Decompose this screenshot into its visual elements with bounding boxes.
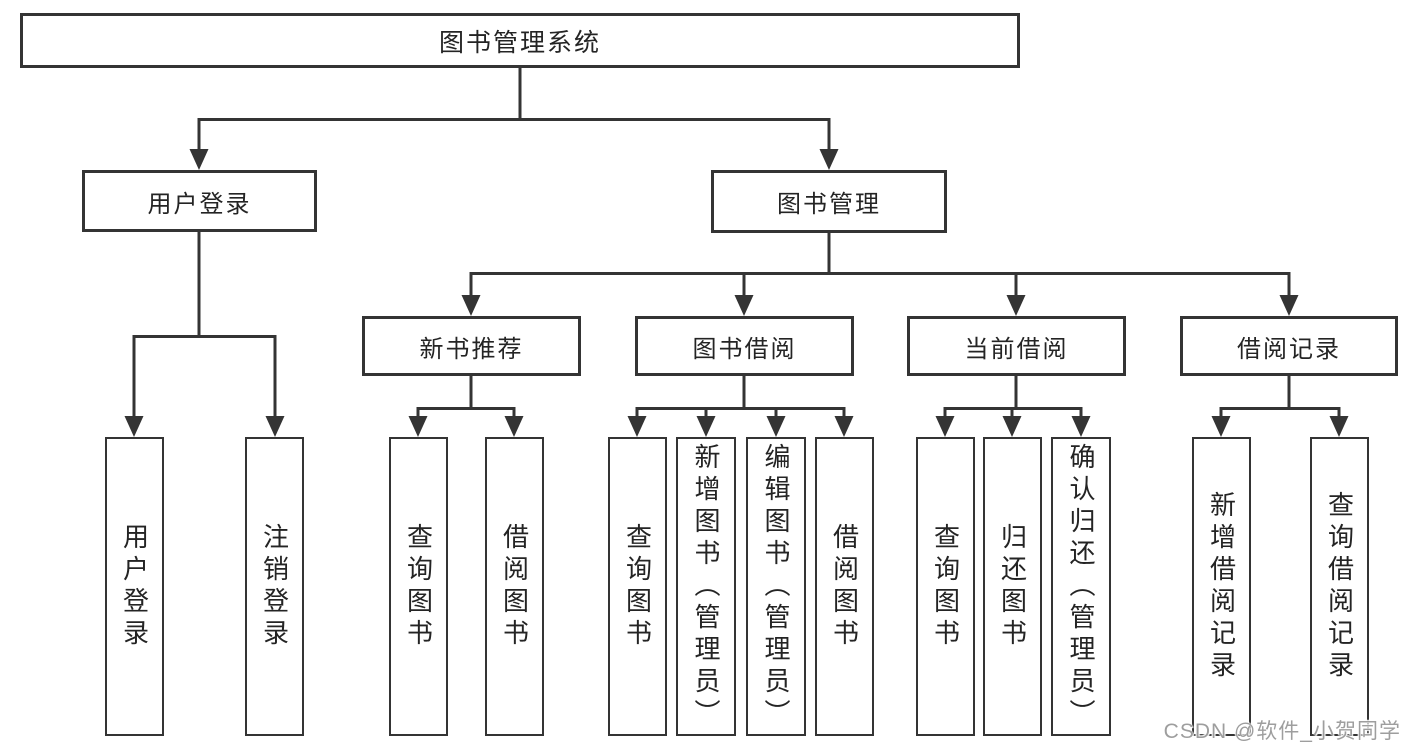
leaf-borrow-books-recommend: 借阅图书 xyxy=(485,437,544,736)
node-book-borrowing-label: 图书借阅 xyxy=(692,335,797,363)
leaf-logout-label: 注销登录 xyxy=(259,522,290,651)
node-current-borrowing: 当前借阅 xyxy=(907,316,1126,376)
leaf-query-books-current: 查询图书 xyxy=(916,437,975,736)
leaf-query-books-borrowing-label: 查询图书 xyxy=(622,522,653,651)
node-library-system-label: 图书管理系统 xyxy=(438,28,601,57)
leaf-borrow-books: 借阅图书 xyxy=(815,437,874,736)
node-user-login-label: 用户登录 xyxy=(147,190,252,218)
leaf-return-books-label: 归还图书 xyxy=(997,522,1028,651)
node-new-book-recommend-label: 新书推荐 xyxy=(419,335,524,363)
node-book-management: 图书管理 xyxy=(711,170,947,233)
leaf-logout: 注销登录 xyxy=(245,437,304,736)
leaf-add-borrow-record-label: 新增借阅记录 xyxy=(1206,490,1237,683)
leaf-confirm-return-admin-label: 确认归还（管理员） xyxy=(1066,442,1096,731)
leaf-add-borrow-record: 新增借阅记录 xyxy=(1192,437,1251,736)
leaf-query-books-current-label: 查询图书 xyxy=(930,522,961,651)
node-borrow-records-label: 借阅记录 xyxy=(1237,335,1341,363)
leaf-query-borrow-record-label: 查询借阅记录 xyxy=(1324,490,1355,683)
node-user-login: 用户登录 xyxy=(82,170,317,232)
leaf-edit-books-admin: 编辑图书（管理员） xyxy=(746,437,806,736)
node-book-borrowing: 图书借阅 xyxy=(635,316,854,376)
leaf-borrow-books-label: 借阅图书 xyxy=(829,522,860,651)
leaf-query-books-recommend-label: 查询图书 xyxy=(403,522,434,651)
watermark: CSDN @软件_小贺同学 xyxy=(1163,720,1401,743)
tree-edges xyxy=(132,68,1341,419)
node-current-borrowing-label: 当前借阅 xyxy=(964,335,1069,363)
node-borrow-records: 借阅记录 xyxy=(1180,316,1398,376)
leaf-borrow-books-recommend-label: 借阅图书 xyxy=(499,522,530,651)
leaf-user-login-label: 用户登录 xyxy=(119,522,150,651)
node-new-book-recommend: 新书推荐 xyxy=(362,316,581,376)
leaf-add-books-admin-label: 新增图书（管理员） xyxy=(691,442,721,731)
leaf-user-login: 用户登录 xyxy=(105,437,164,736)
leaf-edit-books-admin-label: 编辑图书（管理员） xyxy=(761,442,791,731)
leaf-confirm-return-admin: 确认归还（管理员） xyxy=(1051,437,1111,736)
leaf-add-books-admin: 新增图书（管理员） xyxy=(676,437,736,736)
node-book-management-label: 图书管理 xyxy=(777,191,881,218)
leaf-query-books-recommend: 查询图书 xyxy=(389,437,448,736)
node-library-system: 图书管理系统 xyxy=(20,13,1020,68)
leaf-return-books: 归还图书 xyxy=(983,437,1042,736)
leaf-query-borrow-record: 查询借阅记录 xyxy=(1310,437,1369,736)
leaf-query-books-borrowing: 查询图书 xyxy=(608,437,667,736)
